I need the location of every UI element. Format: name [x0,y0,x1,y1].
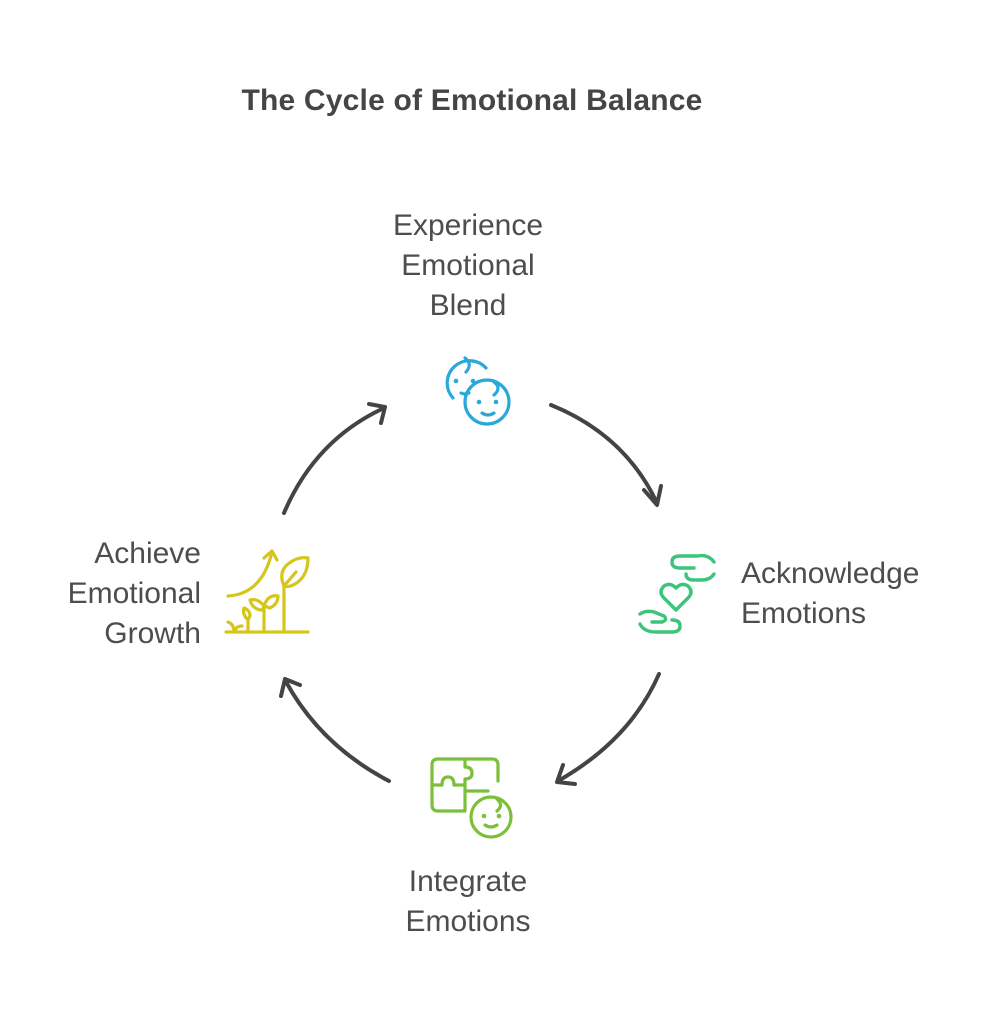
arrow-experience-to-acknowledge [549,403,663,507]
arrow-integrate-to-growth [279,677,391,783]
label-line: Emotional [401,249,535,282]
label-line: Emotions [741,597,867,630]
label-line: Experience [392,209,544,242]
label-line: Growth [104,617,201,650]
label-line: Integrate [408,865,528,898]
label-line: Blend [429,289,507,322]
step-label-integrate: Integrate Emotions [340,862,596,942]
arrow-growth-to-experience [282,402,387,515]
diagram-title: The Cycle of Emotional Balance [241,84,703,117]
puzzle-face-icon [428,755,518,845]
label-line: Emotions [405,905,531,938]
step-label-experience: Experience Emotional Blend [340,206,596,326]
label-line: Emotional [67,577,201,610]
hands-heart-icon [632,552,722,642]
arrow-acknowledge-to-integrate [555,672,661,786]
step-label-acknowledge: Acknowledge Emotions [741,554,919,634]
step-label-growth: Achieve Emotional Growth [0,534,201,654]
label-line: Acknowledge [741,557,920,590]
label-line: Achieve [94,537,201,570]
two-baby-faces-icon [428,350,518,435]
growing-plants-icon [222,548,314,641]
